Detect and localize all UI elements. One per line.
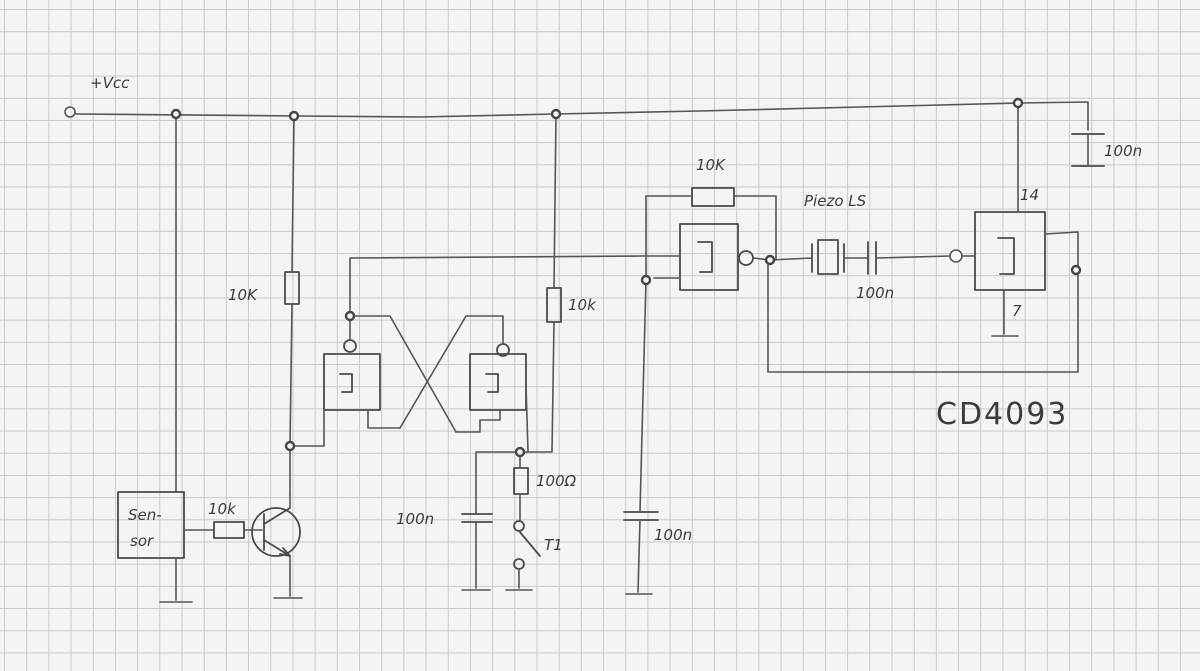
pin-vss-label: 7 [1012, 302, 1022, 320]
supply-capacitor [623, 279, 659, 595]
sensor-label-line1: Sen- [128, 506, 162, 524]
sensor [117, 491, 215, 603]
pullup-wire [289, 115, 295, 496]
junctions [170, 97, 1082, 458]
piezo-capacitor-label: 100n [856, 284, 894, 302]
flipflop-supply-wire [519, 113, 557, 453]
piezo-capacitor [867, 241, 963, 275]
flipflop-resistor-label: 10k [568, 296, 597, 314]
vcc-label: +Vcc [90, 74, 130, 92]
nand-gate-left [289, 315, 401, 447]
output-gate [767, 102, 1079, 373]
feedback-resistor [645, 187, 777, 281]
vcc-terminal [64, 106, 76, 118]
vcc-rail [64, 101, 1089, 131]
oscillator-gate [639, 223, 771, 291]
sensor-resistor [213, 521, 263, 539]
supply-capacitor-label: 100n [654, 526, 692, 544]
pin-vdd-label: 14 [1020, 186, 1039, 204]
debounce-capacitor [461, 513, 493, 591]
ic-label: CD4093 [936, 397, 1068, 432]
button-resistor-label: 100Ω [536, 472, 577, 490]
debounce-capacitor-label: 100n [396, 510, 434, 528]
decoupling-capacitor [1071, 133, 1105, 167]
piezo-speaker [769, 239, 869, 275]
pullup-resistor-label: 10K [228, 286, 258, 304]
switch-label: T1 [544, 536, 563, 554]
cross-coupling [349, 255, 641, 433]
pullup-resistor [284, 271, 300, 305]
sensor-resistor-label: 10k [208, 500, 237, 518]
flipflop-resistor [546, 287, 562, 323]
nand-gate-right [455, 315, 529, 453]
sensor-label-line2: sor [130, 532, 154, 550]
transistor [251, 494, 303, 599]
piezo-label: Piezo LS [804, 192, 867, 210]
feedback-resistor-label: 10K [696, 156, 726, 174]
button-network [475, 451, 541, 591]
decoupling-capacitor-label: 100n [1104, 142, 1142, 160]
